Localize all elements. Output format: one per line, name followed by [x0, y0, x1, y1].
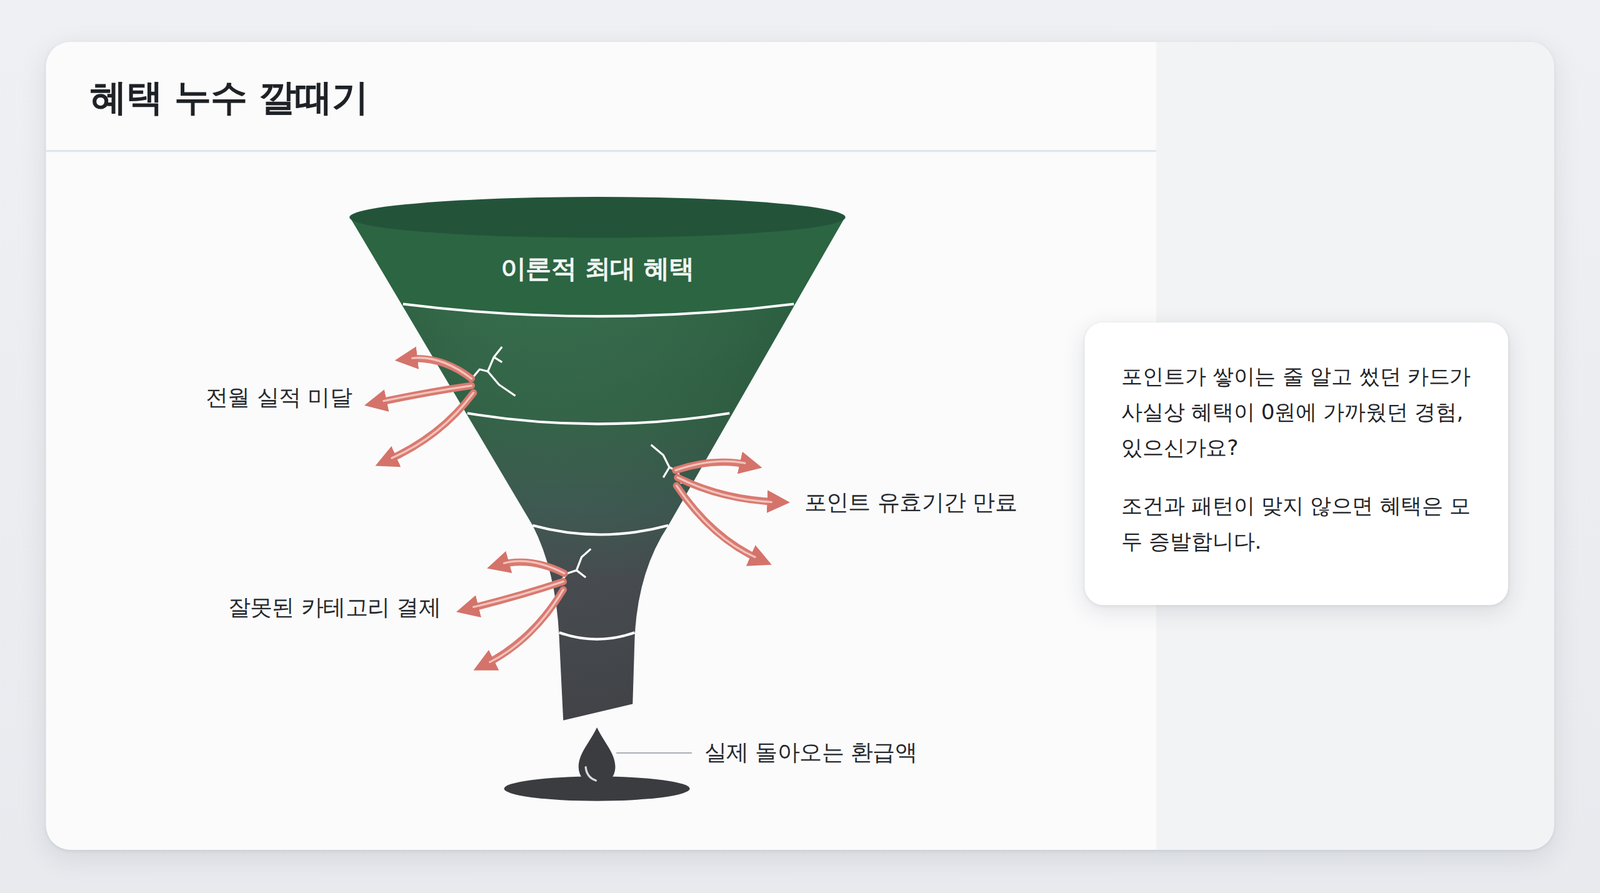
funnel-body	[350, 217, 845, 721]
band-line	[403, 304, 794, 317]
drop-highlight	[585, 767, 596, 781]
crack-line	[487, 371, 515, 396]
callout-question: 포인트가 쌓이는 줄 알고 썼던 카드가 사실상 혜택이 0원에 가까웠던 경험…	[1121, 359, 1478, 467]
leak-arrow	[385, 393, 474, 462]
leak-label: 전월 실적 미달	[205, 382, 352, 414]
funnel-shade	[350, 217, 845, 721]
leak-label: 잘못된 카테고리 결제	[228, 593, 442, 624]
band-line	[467, 413, 730, 424]
callout-statement: 조건과 패턴이 맞지 않으면 혜택은 모두 증발합니다.	[1121, 488, 1478, 560]
leader-line	[616, 752, 692, 754]
crack-line	[493, 356, 502, 362]
leak-arrow	[677, 477, 779, 502]
band-line	[559, 632, 635, 640]
band-label: 이론적 최대 혜택	[350, 251, 845, 286]
funnel-rim	[349, 196, 845, 238]
crack-line	[576, 570, 586, 578]
crack	[469, 346, 682, 586]
funnel-band: 이론적 최대 혜택	[350, 196, 845, 320]
arrow-highlight	[383, 357, 772, 662]
leak-arrow	[676, 485, 762, 560]
callout-card: 포인트가 쌓이는 줄 알고 썼던 카드가 사실상 혜택이 0원에 가까웠던 경험…	[1085, 322, 1509, 605]
drop	[578, 727, 616, 786]
slide-title: 혜택 누수 깔때기	[90, 73, 369, 124]
band-line	[532, 525, 669, 535]
header-rule	[45, 150, 1156, 152]
result-label: 실제 돌아오는 환급액	[704, 737, 918, 769]
crack-line	[663, 467, 670, 478]
leak-label: 포인트 유효기간 만료	[804, 487, 1018, 519]
